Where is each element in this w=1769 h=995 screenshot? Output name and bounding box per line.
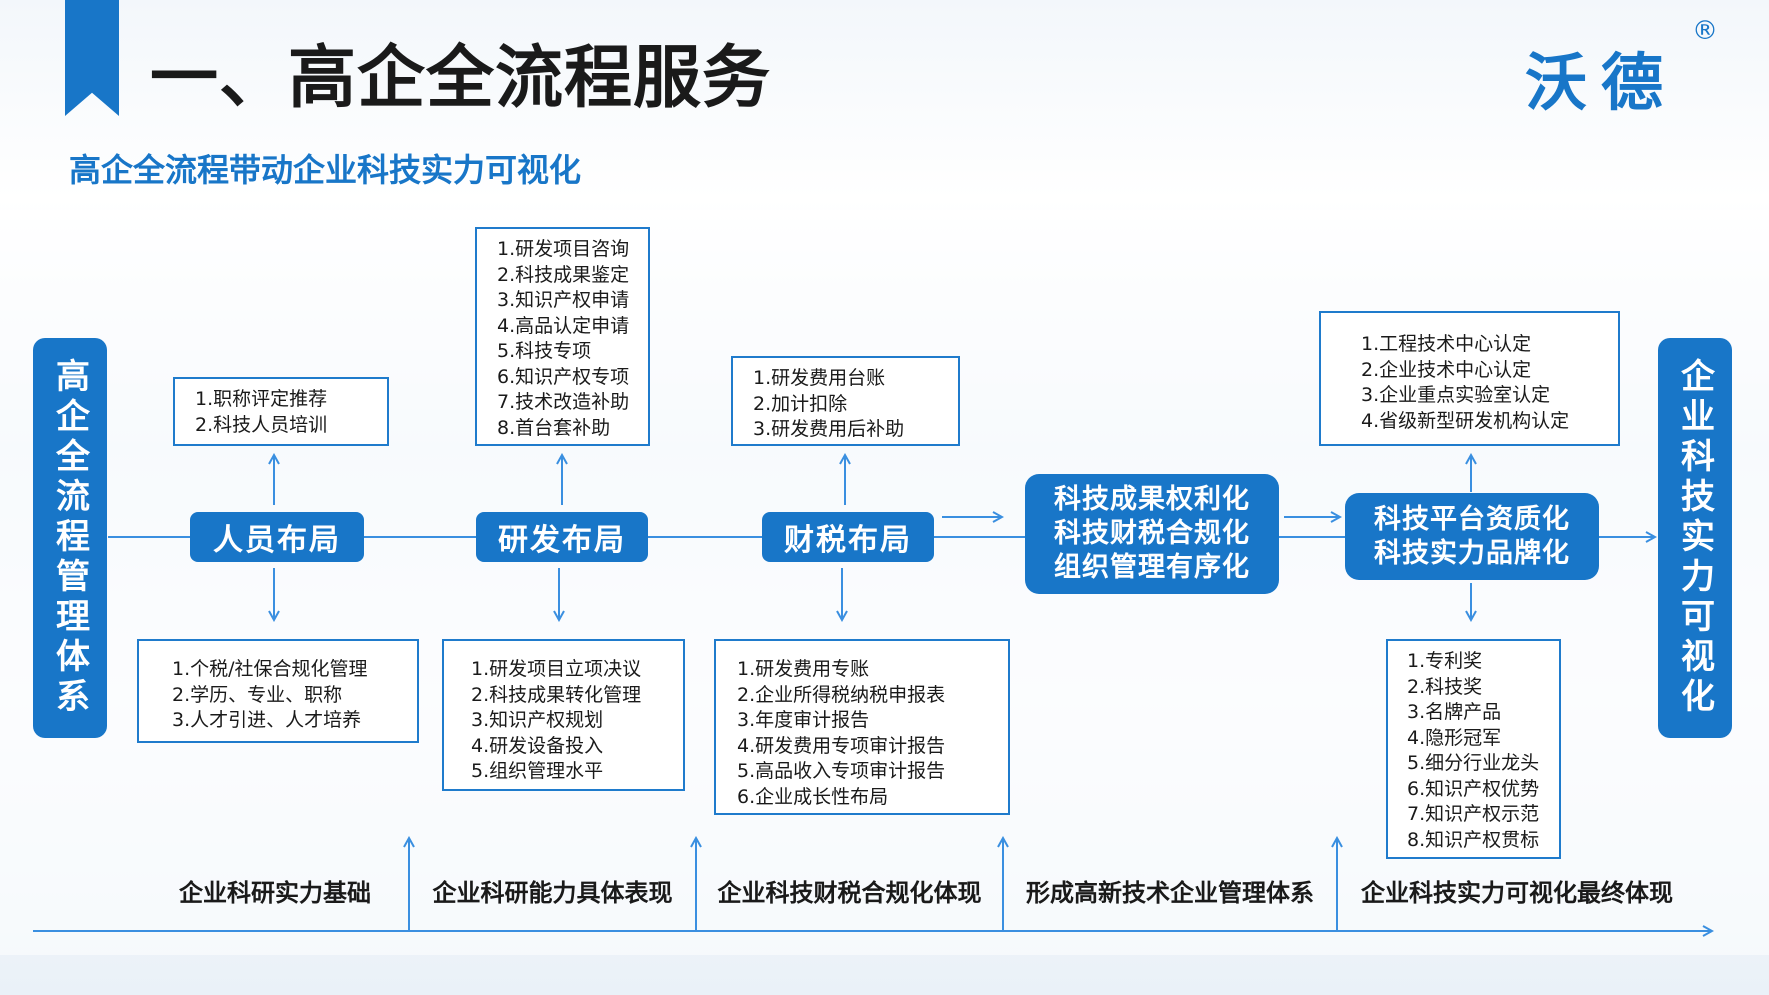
list-item: 2.科技人员培训 [195,413,328,436]
node-tech-line: 科技财税合规化 [1054,518,1250,549]
list-item: 2.学历、专业、职称 [172,683,343,706]
list-item: 3.知识产权规划 [471,709,604,731]
list-item: 3.人才引进、人才培养 [172,709,362,731]
list-item: 6.知识产权优势 [1407,777,1540,800]
list-item: 1.研发费用台账 [753,367,886,389]
list-item: 3.知识产权申请 [497,289,630,311]
list-item: 1.职称评定推荐 [195,388,328,410]
list-item: 4.研发费用专项审计报告 [737,734,946,757]
page-subtitle: 高企全流程带动企业科技实力可视化 [69,151,582,189]
list-item: 2.企业技术中心认定 [1361,358,1532,381]
list-item: 5.组织管理水平 [471,760,604,782]
list-item: 5.细分行业龙头 [1407,752,1540,774]
left-side-bar: 高企全流程管理体系 [33,338,107,738]
node-tech-line: 组织管理有序化 [1054,552,1250,583]
list-item: 1.研发项目立项决议 [471,658,642,680]
list-item: 3.年度审计报告 [737,709,870,731]
list-item: 3.企业重点实验室认定 [1361,384,1551,406]
list-item: 8.知识产权贯标 [1407,828,1540,851]
right-side-bar: 企业科技实力可视化 [1658,338,1732,738]
list-item: 1.研发项目咨询 [497,238,630,260]
list-item: 2.加计扣除 [753,392,848,415]
box-personnel-top: 1.职称评定推荐 2.科技人员培训 [173,377,389,446]
node-tech-results: 科技成果权利化 科技财税合规化 组织管理有序化 [1025,474,1279,594]
bottom-label-3: 企业科技财税合规化体现 [717,879,982,907]
node-tech-line: 科技成果权利化 [1054,484,1250,515]
brand-logo: 沃德 [1525,46,1678,119]
bottom-label-5: 企业科技实力可视化最终体现 [1361,879,1673,907]
bottom-label-4: 形成高新技术企业管理体系 [1026,879,1314,907]
list-item: 1.个税/社保合规化管理 [172,658,368,680]
page-title: 一、高企全流程服务 [150,39,772,118]
node-rnd: 研发布局 [476,512,648,562]
list-item: 5.科技专项 [497,340,592,362]
box-platform-top: 1.工程技术中心认定 2.企业技术中心认定 3.企业重点实验室认定 4.省级新型… [1319,311,1620,446]
list-item: 6.企业成长性布局 [737,785,889,808]
box-personnel-bottom: 1.个税/社保合规化管理 2.学历、专业、职称 3.人才引进、人才培养 [137,639,419,743]
node-platform-line: 科技平台资质化 [1374,503,1570,535]
list-item: 1.专利奖 [1407,650,1483,672]
box-rnd-top: 1.研发项目咨询 2.科技成果鉴定 3.知识产权申请 4.高品认定申请 5.科技… [475,227,650,446]
box-platform-bottom: 1.专利奖 2.科技奖 3.名牌产品 4.隐形冠军 5.细分行业龙头 6.知识产… [1386,639,1561,859]
list-item: 3.名牌产品 [1407,701,1502,723]
list-item: 2.科技成果鉴定 [497,263,630,286]
box-finance-top: 1.研发费用台账 2.加计扣除 3.研发费用后补助 [731,356,960,446]
box-rnd-bottom: 1.研发项目立项决议 2.科技成果转化管理 3.知识产权规划 4.研发设备投入 … [442,639,685,791]
list-item: 4.高品认定申请 [497,314,630,337]
list-item: 1.研发费用专账 [737,658,870,680]
list-item: 6.知识产权专项 [497,365,630,388]
list-item: 2.企业所得税纳税申报表 [737,683,946,706]
list-item: 4.研发设备投入 [471,734,604,757]
box-finance-bottom: 1.研发费用专账 2.企业所得税纳税申报表 3.年度审计报告 4.研发费用专项审… [714,639,1010,815]
bottom-label-2: 企业科研能力具体表现 [432,879,673,907]
list-item: 8.首台套补助 [497,416,611,439]
list-item: 2.科技成果转化管理 [471,683,642,706]
node-platform: 科技平台资质化 科技实力品牌化 [1345,493,1599,580]
node-platform-line: 科技实力品牌化 [1374,537,1570,569]
node-finance: 财税布局 [762,512,934,562]
list-item: 4.省级新型研发机构认定 [1361,409,1570,432]
list-item: 3.研发费用后补助 [753,418,905,440]
list-item: 7.知识产权示范 [1407,803,1540,825]
registered-mark: ® [1692,16,1718,46]
list-item: 5.高品收入专项审计报告 [737,760,946,782]
bottom-label-1: 企业科研实力基础 [179,879,371,907]
list-item: 7.技术改造补助 [497,391,630,413]
list-item: 4.隐形冠军 [1407,726,1502,749]
list-item: 2.科技奖 [1407,675,1483,698]
list-item: 1.工程技术中心认定 [1361,333,1532,355]
node-personnel: 人员布局 [190,512,364,562]
